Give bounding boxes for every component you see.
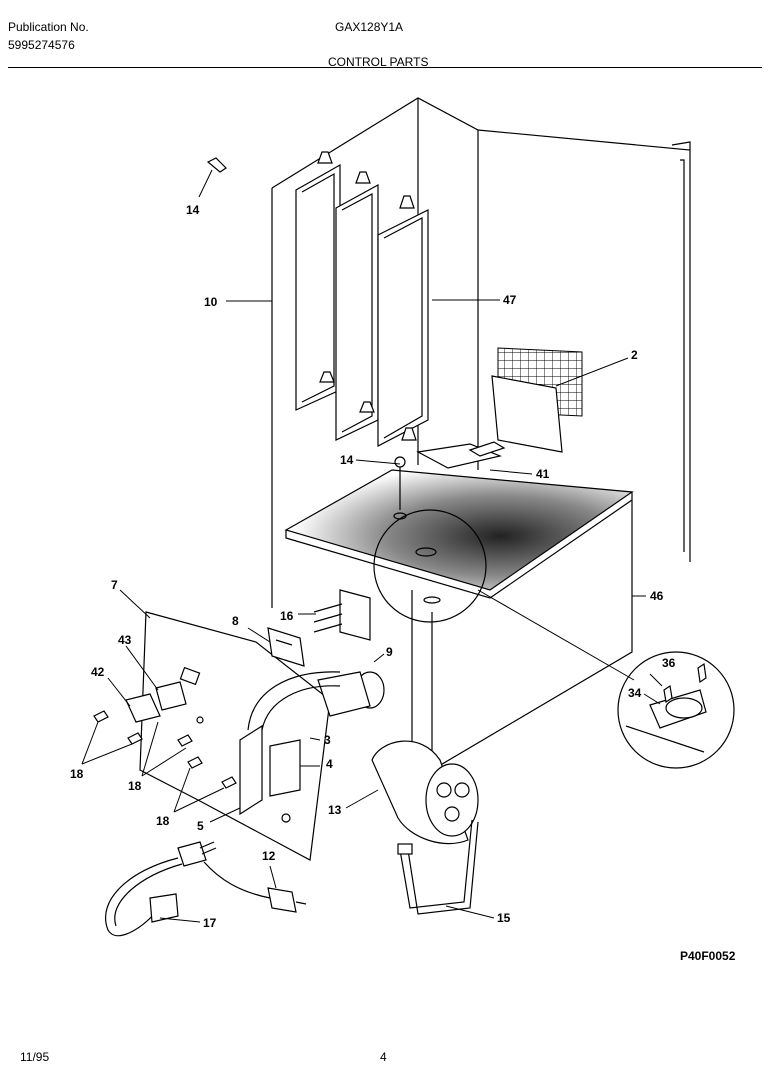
callout-18-middle: 18: [128, 779, 142, 793]
callout-7: 7: [111, 578, 118, 592]
callout-47: 47: [503, 293, 517, 307]
callout-18-left: 18: [70, 767, 84, 781]
header-rule: [8, 67, 762, 68]
lower-cabinet: [411, 500, 633, 771]
terminal-block: [313, 589, 371, 641]
bottom-plate: [284, 469, 634, 604]
mount-bracket: [394, 441, 506, 510]
mounting-screws: [93, 710, 237, 789]
callout-8: 8: [232, 614, 239, 628]
callout-42: 42: [91, 665, 105, 679]
element-bracket-left: [295, 151, 341, 411]
grille: [491, 347, 583, 453]
model-number: GAX128Y1A: [335, 20, 404, 34]
control-panel-bracket: [139, 611, 331, 861]
motor: [371, 740, 479, 845]
detail-magnifier: [373, 509, 735, 769]
callout-46: 46: [650, 589, 664, 603]
section-title: CONTROL PARTS: [328, 55, 429, 69]
callout-3: 3: [324, 733, 331, 747]
screw-top: [206, 157, 227, 173]
publication-number: 5995274576: [8, 38, 75, 52]
publication-label: Publication No.: [8, 20, 89, 34]
callout-16: 16: [280, 609, 294, 623]
callout-4: 4: [326, 757, 333, 771]
power-cord: [105, 841, 217, 937]
control-knob: [317, 671, 385, 717]
callout-41: 41: [536, 467, 550, 481]
callout-18-right: 18: [156, 814, 170, 828]
callout-12: 12: [262, 849, 276, 863]
callout-43: 43: [118, 633, 132, 647]
callout-17: 17: [203, 916, 217, 930]
element-bracket-middle: [335, 171, 379, 441]
leader-lines: [81, 169, 663, 923]
callout-9: 9: [386, 645, 393, 659]
figure-code: P40F0052: [680, 949, 736, 963]
callout-15: 15: [497, 911, 511, 925]
element-bracket-right: [377, 195, 429, 447]
thermal-fuse: [203, 861, 307, 913]
callout-14-top: 14: [186, 203, 200, 217]
footer-page-number: 4: [380, 1050, 387, 1064]
footer-date: 11/95: [20, 1050, 50, 1064]
motor-strap: [397, 819, 479, 915]
callout-36: 36: [662, 656, 676, 670]
callout-2: 2: [631, 348, 638, 362]
thermostat-bracket: [239, 671, 341, 816]
callout-10: 10: [204, 295, 218, 309]
callout-13: 13: [328, 803, 342, 817]
callout-14-lower: 14: [340, 453, 354, 467]
callout-34: 34: [628, 686, 642, 700]
switch: [267, 627, 305, 667]
callout-5: 5: [197, 819, 204, 833]
rocker-switch: [125, 681, 187, 723]
